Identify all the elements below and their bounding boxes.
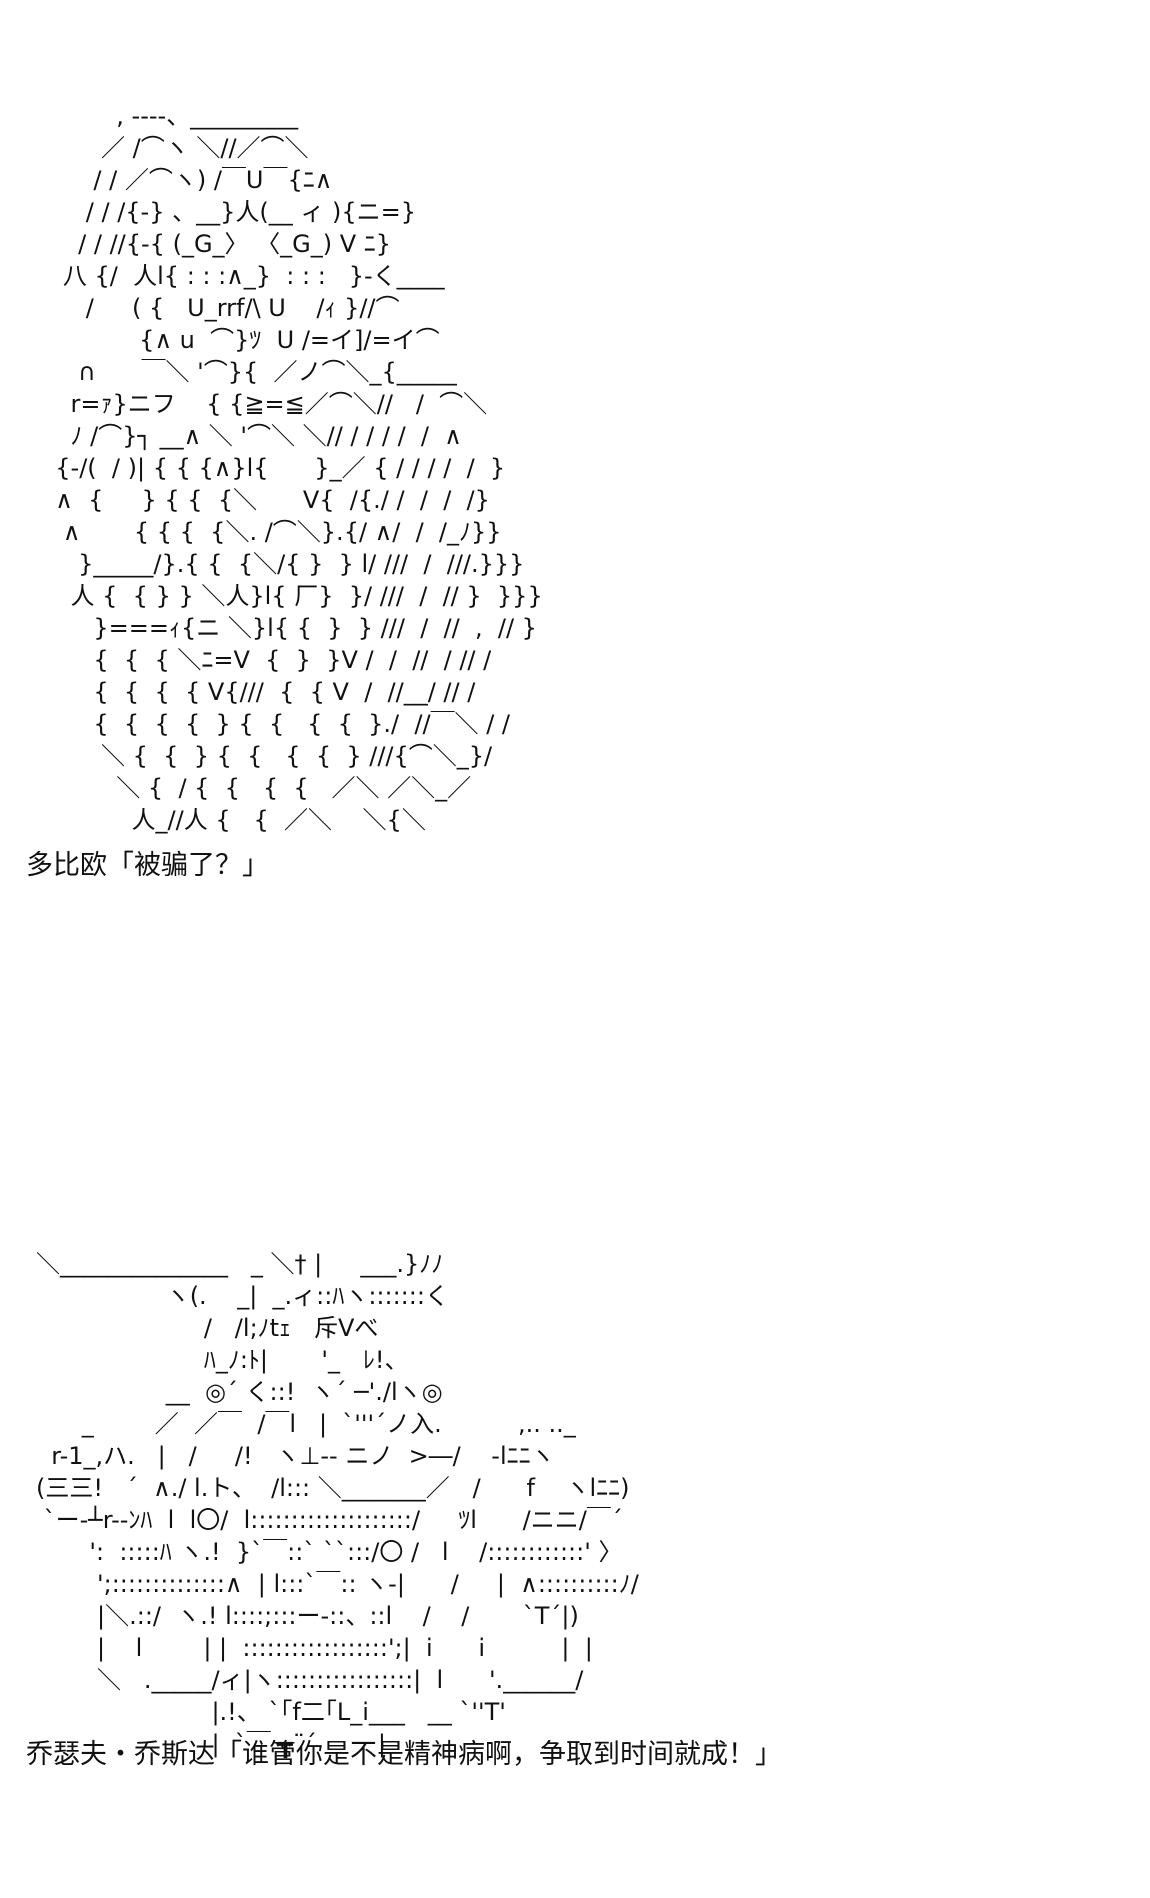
ascii-art-joseph: ＼______________ _ ＼† | ___.}ﾉﾉ ヽ(. _| _.… xyxy=(36,1250,639,1758)
dialogue-caption-joseph: 乔瑟夫・乔斯达「谁管你是不是精神病啊，争取到时间就成！」 xyxy=(26,1739,782,1770)
ascii-art-dobio: , ----、_________ ／ /⌒ヽ ＼//／⌒＼ / / ／⌒ヽ) /… xyxy=(55,102,543,834)
dialogue-caption-dobio: 多比欧「被骗了？」 xyxy=(26,850,269,881)
